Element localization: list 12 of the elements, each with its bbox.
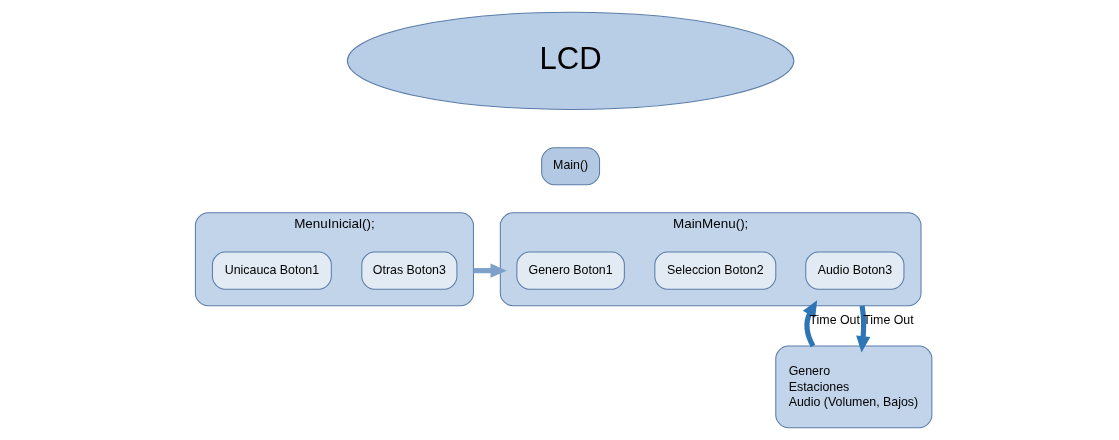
node-box: Unicauca Boton1 [211, 251, 332, 290]
arrow [856, 305, 871, 353]
node-box: Genero Boton1 [516, 251, 625, 290]
node-ellipse: LCD [346, 11, 795, 110]
node-box: Genero Estaciones Audio (Volumen, Bajos) [775, 345, 933, 429]
node-box: Audio Boton3 [805, 251, 905, 290]
node-box: Main() [541, 147, 601, 186]
edge-label: Time Out [809, 312, 860, 327]
node-box: Seleccion Boton2 [654, 251, 777, 290]
arrow [473, 263, 507, 278]
node-box: Otras Boton3 [361, 251, 458, 290]
arrow [802, 300, 818, 348]
